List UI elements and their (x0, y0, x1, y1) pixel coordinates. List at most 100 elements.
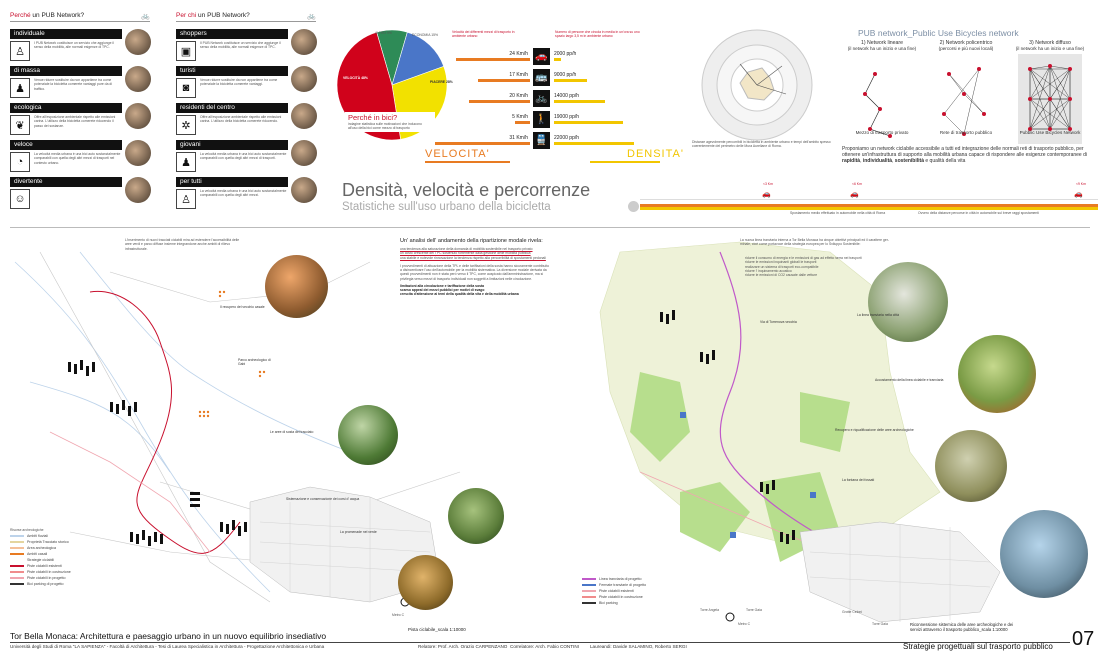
category-tag: veloce (10, 140, 122, 150)
timeline-mark-2: <6 Km (852, 182, 862, 186)
legend-item: Bici parking (582, 601, 672, 605)
category-row: di massa♟Venue ridurre sostituire da non… (10, 66, 160, 98)
pie-note-sub: indagine statistica sulle motivazioni ch… (348, 122, 422, 131)
timeline-caption-2: Ovvero della distanze percorse in città … (918, 211, 1039, 215)
category-tag: residenti del centro (176, 103, 288, 113)
station-1: Torre Angela (700, 608, 720, 612)
left-map (10, 232, 530, 632)
legend-item: Linea tranviaria di progetto (582, 577, 672, 581)
left-callout-4: Sistemazione e conservazione dei corsi d… (286, 497, 360, 501)
legend-item: Bici parking di progetto (10, 582, 110, 586)
clock-icon: ◔ (10, 152, 30, 172)
analysis-title: Un' analisi dell' andamento della ripart… (400, 238, 543, 244)
category-photo (291, 177, 317, 203)
why-section: Perché un PUB Network? 🚲 individuale♙I P… (10, 12, 160, 212)
radar-caption: Distanze agevolmente percorribili in bic… (692, 140, 831, 149)
legend-swatch (582, 590, 596, 593)
category-text: La velocità media urbana è una bici auto… (34, 152, 121, 165)
network-graph (1018, 54, 1082, 144)
category-tag: ecologica (10, 103, 122, 113)
legend-item: Fermate tranviarie di progetto (582, 583, 672, 587)
timeline-yellow (640, 207, 1098, 210)
photo-promenade (398, 555, 453, 610)
legend-swatch (10, 541, 24, 544)
network-sub: (il network ha un inizio e una fine) (847, 46, 917, 51)
category-photo (125, 66, 151, 92)
footer-rule (10, 642, 1070, 643)
category-text: La velocità media urbana è una bici auto… (200, 189, 287, 198)
bicycle-icon: 🚲 (307, 13, 316, 20)
category-text: Venue ridurre sostituire da non appartie… (200, 78, 278, 87)
speed-value: 5 Km/h (512, 114, 528, 120)
page-subtitle: Statistiche sull'uso urbano della bicicl… (342, 201, 551, 213)
density-title: Numero di persone che circola in media i… (555, 30, 640, 39)
analysis-body: I provvedimenti di attuazione della TPL … (400, 263, 550, 281)
network-col: 1) Network lineare(il network ha un iniz… (842, 40, 922, 140)
timeline-dot (628, 201, 639, 212)
density-value: 9000 pp/h (554, 72, 577, 78)
network-desc: Proponiamo un network ciclabile accessib… (842, 146, 1087, 164)
density-bar (554, 58, 561, 61)
legend-swatch (10, 577, 24, 580)
objective-item: ridurre le emissioni inquinanti globali … (745, 260, 817, 265)
speed-bar (515, 121, 530, 124)
legend-swatch (582, 596, 596, 599)
legend-item: Ambiti casali (10, 552, 110, 556)
legend-swatch (10, 547, 24, 550)
car-icon: 🚗 (533, 48, 550, 65)
legend-item: Piste ciclabili esistenti (10, 564, 110, 568)
page-number: 07 (1072, 628, 1095, 650)
network-head: 2) Network policentrico (939, 40, 993, 46)
legend-title: Risorse archeologiche (10, 528, 44, 532)
legend-item: Proprietà Tracciato storico (10, 540, 110, 544)
station-3: Metro C (738, 622, 751, 626)
network-graph (942, 67, 986, 136)
legend-swatch (10, 571, 24, 574)
pie-slice-economia (391, 31, 445, 86)
photo-parco (338, 405, 398, 465)
category-tag: giovani (176, 140, 288, 150)
category-text: Il PUB Network costituisce un servizio c… (200, 41, 281, 50)
footer-title: Tor Bella Monaca: Architettura e paesagg… (10, 631, 327, 641)
category-photo (125, 103, 151, 129)
densita-label: DENSITA' (627, 148, 684, 160)
pie-label-piacere: PIACERE 28% (430, 80, 453, 84)
speed-row: 20 Km/h🚲14000 pp/h (430, 90, 660, 108)
photo-archeo (935, 430, 1007, 502)
pie-label-economia: ECONOMIA 15% (412, 33, 439, 37)
right-callout-5: La fontana dei fossati (842, 478, 875, 482)
speed-bar (478, 79, 530, 82)
bullet-item: limitazioni alla circolazione e tariffaz… (400, 283, 485, 288)
left-callout-2: Parco archeologico di Gabi (238, 358, 271, 367)
speed-row: 17 Km/h🚌9000 pp/h (430, 69, 660, 87)
legend-item: Area archeologica (10, 546, 110, 550)
timeline-orange (640, 204, 1098, 207)
car-icon: 🚗 (762, 191, 771, 198)
photo-tram (868, 262, 948, 342)
category-row: individuale♙I PUB Network costituisce un… (10, 29, 160, 61)
photo-tram-green (958, 335, 1036, 413)
car-icon: 🚗 (1074, 191, 1083, 198)
footer-laureandi: Laureandi: Davide SALAMINO, Roberto SERG… (590, 644, 687, 649)
legend-swatch (10, 553, 24, 556)
category-text: I PUB Network costituisce un servizio ch… (34, 41, 114, 50)
density-value: 2000 pp/h (554, 51, 577, 57)
left-callout-1: Il recupero del vecchio casale (220, 305, 265, 309)
category-tag: divertente (10, 177, 122, 187)
group-icon: ♟ (10, 78, 30, 98)
bike-wheel-icon: ✲ (176, 115, 196, 135)
category-photo (125, 140, 151, 166)
left-analysis: Un' analisi dell' andamento della ripart… (400, 238, 550, 297)
station-2: Torre Gaia (746, 608, 762, 612)
photo-casale (265, 255, 328, 318)
category-row: turisti◙Venue ridurre sostituire da non … (176, 66, 326, 98)
speed-bar (469, 100, 530, 103)
density-value: 19000 pp/h (554, 114, 580, 120)
smile-icon: ☺ (10, 189, 30, 209)
right-callout-3: Accostamento della linea ciclabile e tra… (875, 378, 944, 382)
densita-arrow (590, 161, 660, 163)
speed-value: 20 Km/h (509, 93, 528, 99)
timeline-caption-1: Spostamento medio effettuato in automobi… (790, 211, 886, 215)
velocita-label: VELOCITA' (425, 148, 490, 160)
category-tag: di massa (10, 66, 122, 76)
